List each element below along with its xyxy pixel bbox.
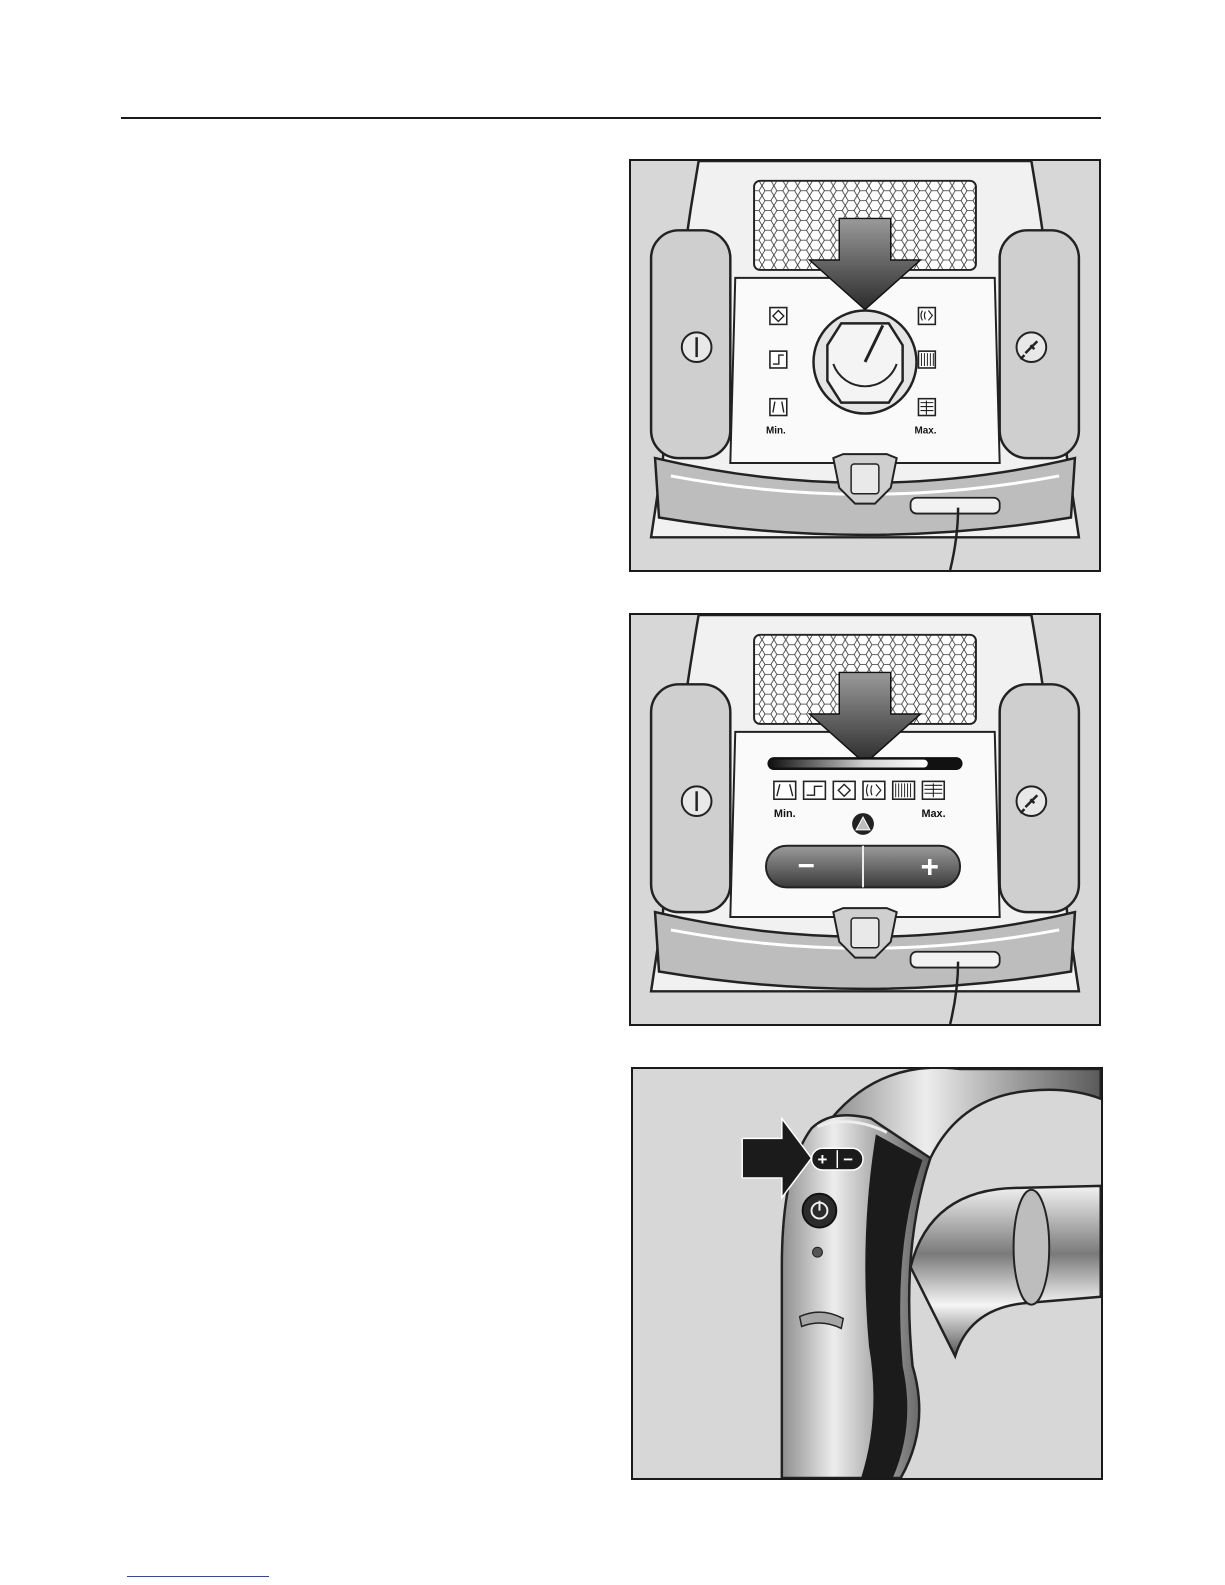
handle-control-illustration: + − <box>633 1069 1101 1478</box>
minus-label: − <box>843 1150 853 1169</box>
max-label: Max. <box>915 425 937 436</box>
mattress-icon <box>833 781 855 799</box>
power-level-fill <box>770 760 928 768</box>
quiet-icon <box>863 781 885 799</box>
header-rule <box>121 117 1101 119</box>
figure-electronic-control: Min. Max. − + <box>629 613 1101 1026</box>
low-pile-carpet-icon <box>893 781 915 799</box>
cord-slot <box>911 498 1000 514</box>
figure-rotary-dial: Min. Max. <box>629 159 1101 572</box>
minus-label: − <box>798 849 815 882</box>
quiet-icon <box>918 308 935 325</box>
electronic-control-illustration: Min. Max. − + <box>631 615 1099 1024</box>
plus-label: + <box>817 1150 827 1169</box>
hard-floor-icon <box>918 399 935 416</box>
cord-slot <box>911 952 1000 968</box>
footer-link-underline[interactable] <box>127 1576 269 1577</box>
rotary-dial-illustration: Min. Max. <box>631 161 1099 570</box>
hose-ring <box>1014 1190 1050 1305</box>
upholstery-icon <box>804 781 826 799</box>
plus-label: + <box>920 848 939 884</box>
max-label: Max. <box>921 808 945 820</box>
curtain-icon <box>770 399 787 416</box>
mattress-icon <box>770 308 787 325</box>
figure-handle-control: + − <box>631 1067 1103 1480</box>
indicator-light <box>813 1247 823 1257</box>
curtain-icon <box>774 781 796 799</box>
min-label: Min. <box>774 808 796 820</box>
upholstery-icon <box>770 351 787 368</box>
plus-button[interactable] <box>863 846 960 888</box>
hard-floor-icon <box>922 781 944 799</box>
min-label: Min. <box>766 425 786 436</box>
hose <box>911 1186 1101 1356</box>
low-pile-carpet-icon <box>918 351 935 368</box>
